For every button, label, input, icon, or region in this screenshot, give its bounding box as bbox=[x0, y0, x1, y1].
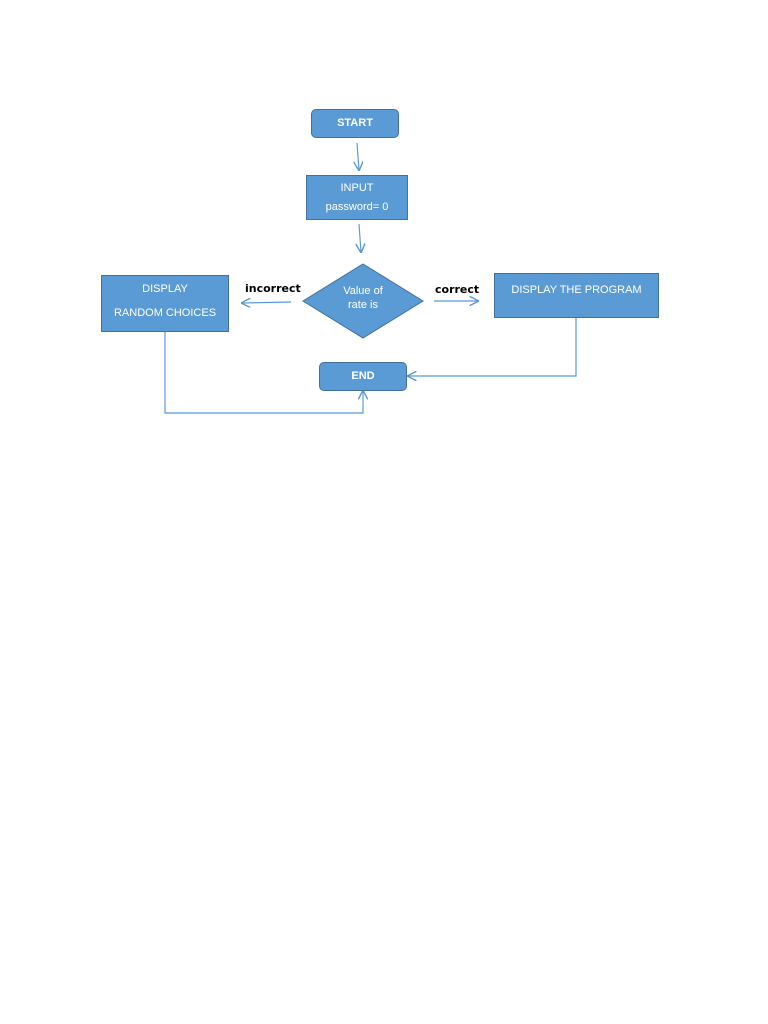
edge-label-correct: correct bbox=[435, 283, 480, 296]
arrow-program-to-end bbox=[408, 318, 577, 376]
display-program-node: DISPLAY THE PROGRAM bbox=[494, 273, 659, 318]
input-password-label: password= 0 bbox=[325, 201, 389, 213]
input-node: INPUT password= 0 bbox=[306, 175, 408, 220]
display-program-label: DISPLAY THE PROGRAM bbox=[511, 284, 642, 296]
arrow-decision-to-random bbox=[242, 302, 292, 303]
end-node: END bbox=[319, 362, 407, 391]
input-label: INPUT bbox=[340, 182, 374, 194]
decision-line1: Value of bbox=[343, 285, 383, 297]
arrow-start-to-input bbox=[357, 142, 359, 170]
start-label: START bbox=[337, 117, 373, 129]
random-choices-node: DISPLAY RANDOM CHOICES bbox=[101, 275, 229, 332]
decision-line2: rate is bbox=[348, 299, 378, 311]
arrow-random-to-end bbox=[164, 332, 363, 414]
decision-diamond-shape bbox=[302, 263, 424, 339]
edge-label-incorrect: incorrect bbox=[245, 282, 301, 295]
end-label: END bbox=[351, 370, 375, 382]
decision-node: Value of rate is bbox=[318, 284, 408, 312]
random-choices-line2: RANDOM CHOICES bbox=[113, 307, 217, 319]
arrow-input-to-decision bbox=[359, 223, 361, 252]
random-choices-line1: DISPLAY bbox=[142, 283, 188, 295]
start-node: START bbox=[311, 109, 399, 138]
